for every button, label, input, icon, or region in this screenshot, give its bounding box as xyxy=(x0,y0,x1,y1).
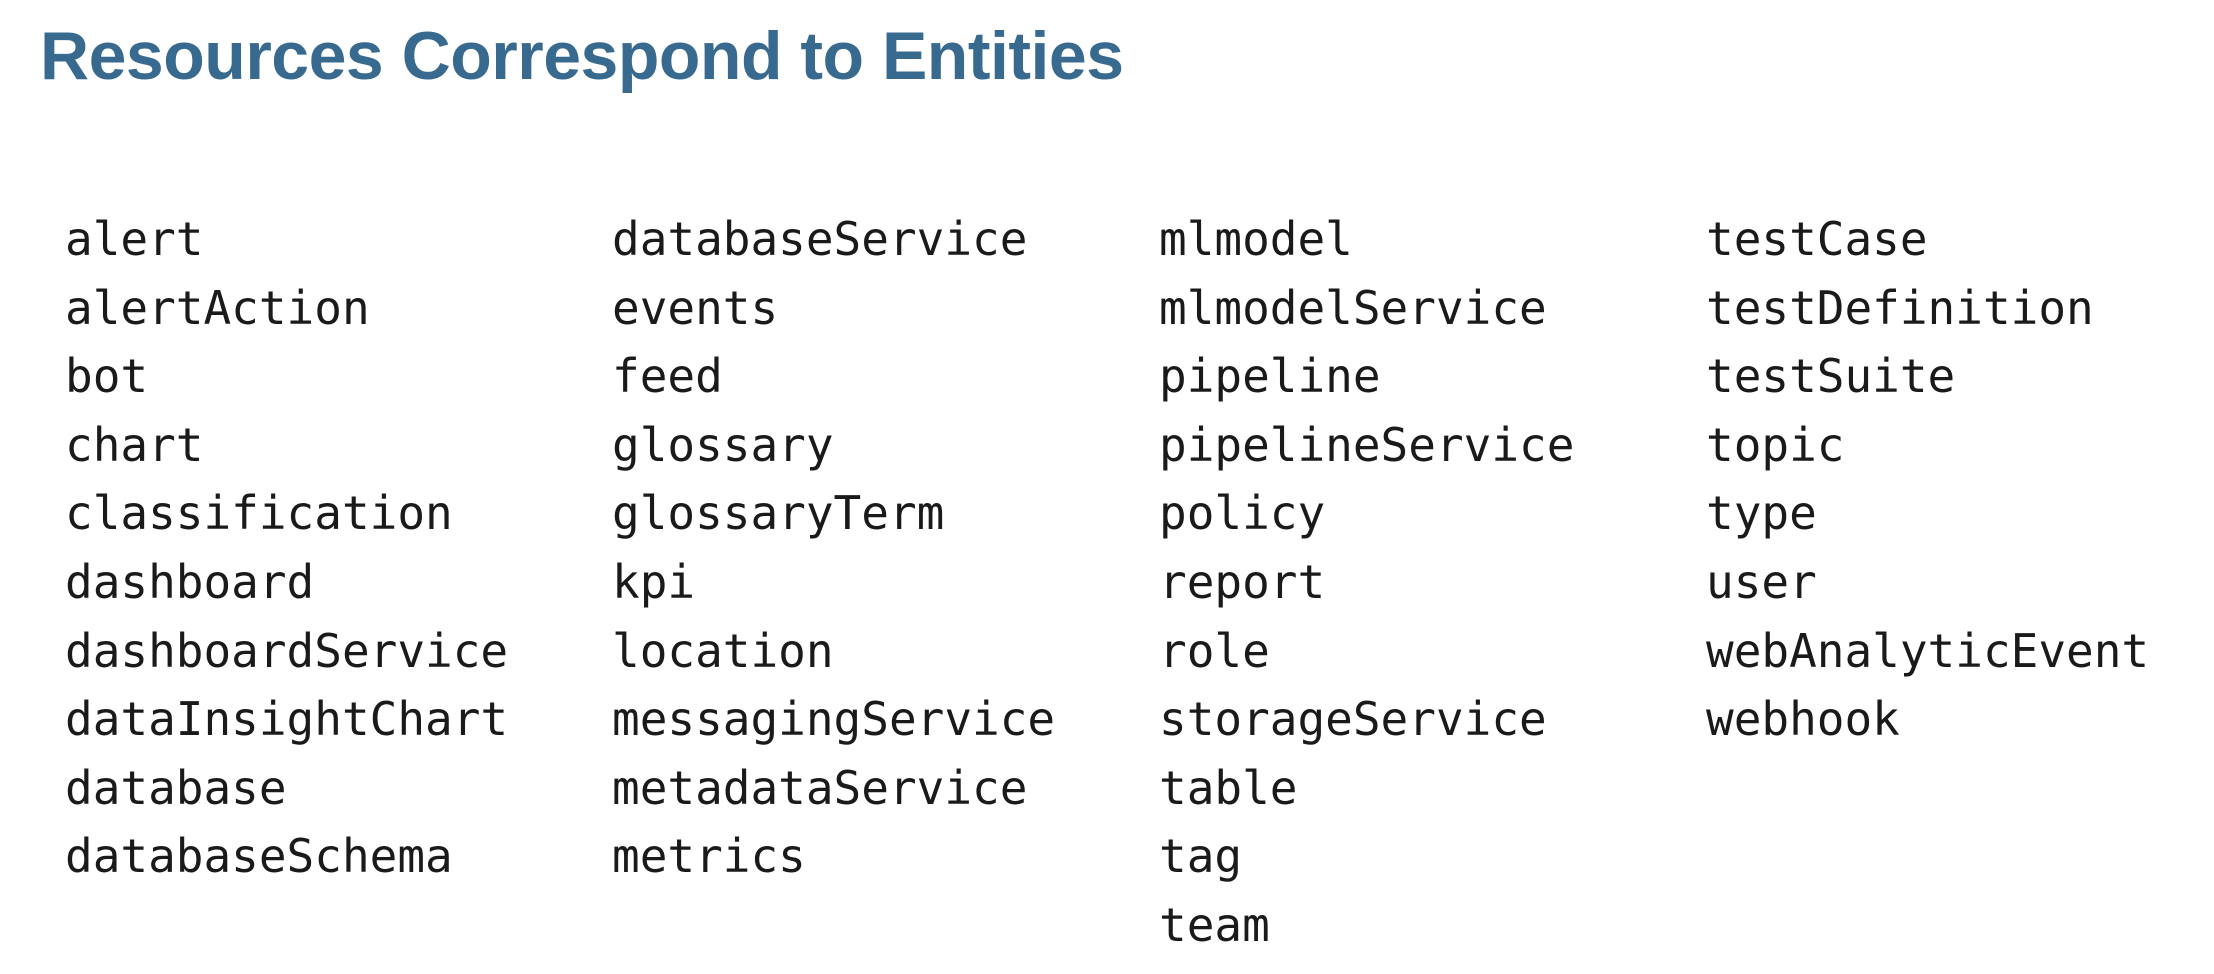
entity-column-4: testCase testDefinition testSuite topic type… xyxy=(1706,205,2214,754)
entity-name: tag xyxy=(1159,829,1243,884)
entity-column-3: mlmodel mlmodelService pipeline pipelineSer… xyxy=(1159,205,1706,960)
entity-name: storageService xyxy=(1159,692,1547,747)
entity-name: user xyxy=(1706,554,1817,609)
entity-name: webAnalyticEvent xyxy=(1706,623,2150,678)
entity-name: pipelineService xyxy=(1159,417,1575,472)
entity-name: dashboard xyxy=(65,554,315,609)
entity-name: dashboardService xyxy=(65,623,509,678)
entity-name: policy xyxy=(1159,486,1326,541)
entity-name: mlmodel xyxy=(1159,212,1353,266)
entity-name: bot xyxy=(65,349,149,404)
entity-name: databaseSchema xyxy=(65,829,453,884)
entity-name: metadataService xyxy=(612,760,1028,815)
entity-name: team xyxy=(1159,897,1270,952)
entity-name: testDefinition xyxy=(1706,280,2094,335)
entity-name: report xyxy=(1159,554,1326,609)
entity-name: dataInsightChart xyxy=(65,692,509,747)
entity-name: testSuite xyxy=(1706,349,1956,404)
entity-name: databaseService xyxy=(612,212,1028,266)
entity-name: chart xyxy=(65,417,204,472)
entity-name: classification xyxy=(65,486,453,541)
entity-name: events xyxy=(612,280,779,335)
entity-name: metrics xyxy=(612,829,806,884)
entity-name: table xyxy=(1159,760,1298,815)
entity-list: alert alertAction bot chart classification da… xyxy=(65,205,2214,960)
entity-name: glossaryTerm xyxy=(612,486,945,541)
entity-name: pipeline xyxy=(1159,349,1381,404)
entity-name: testCase xyxy=(1706,212,1928,266)
entity-name: role xyxy=(1159,623,1270,678)
entity-name: alert xyxy=(65,212,204,266)
entity-name: type xyxy=(1706,486,1817,541)
entity-column-2: databaseService events feed glossary glossar… xyxy=(612,205,1159,891)
entity-name: webhook xyxy=(1706,692,1900,747)
entity-name: location xyxy=(612,623,834,678)
entity-name: feed xyxy=(612,349,723,404)
entity-column-1: alert alertAction bot chart classification da… xyxy=(65,205,612,891)
page-title: Resources Correspond to Entities xyxy=(40,18,1124,94)
entity-name: database xyxy=(65,760,287,815)
entity-name: alertAction xyxy=(65,280,370,335)
entity-name: kpi xyxy=(612,554,696,609)
entity-name: glossary xyxy=(612,417,834,472)
entity-name: mlmodelService xyxy=(1159,280,1547,335)
entity-name: messagingService xyxy=(612,692,1056,747)
entity-name: topic xyxy=(1706,417,1845,472)
